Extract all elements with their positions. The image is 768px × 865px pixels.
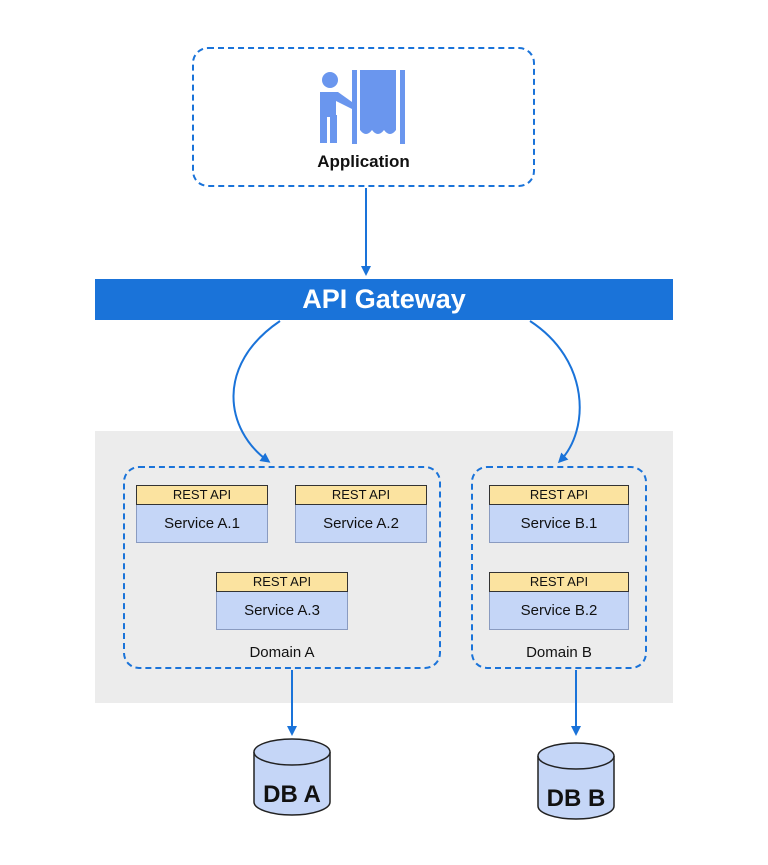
service-name: Service B.2 xyxy=(489,592,629,630)
service-b2: REST API Service B.2 xyxy=(489,572,629,630)
person-opening-curtain-icon xyxy=(320,70,405,144)
service-a1: REST API Service A.1 xyxy=(136,485,268,543)
service-name: Service B.1 xyxy=(489,505,629,543)
service-a2: REST API Service A.2 xyxy=(295,485,427,543)
rest-api-tag: REST API xyxy=(489,485,629,505)
service-name: Service A.2 xyxy=(295,505,427,543)
db-a-label: DB A xyxy=(263,781,321,808)
application-label: Application xyxy=(317,152,410,171)
rest-api-tag: REST API xyxy=(295,485,427,505)
domain-a-label: Domain A xyxy=(249,644,315,661)
domain-b-label: Domain B xyxy=(526,644,592,661)
service-name: Service A.3 xyxy=(216,592,348,630)
api-gateway-label: API Gateway xyxy=(302,284,466,314)
domain-b-container xyxy=(471,466,647,669)
rest-api-tag: REST API xyxy=(136,485,268,505)
db-b-label: DB B xyxy=(546,785,606,812)
service-b1: REST API Service B.1 xyxy=(489,485,629,543)
services-zone xyxy=(95,431,673,703)
api-gateway-bar: API Gateway xyxy=(95,279,673,320)
rest-api-tag: REST API xyxy=(216,572,348,592)
service-name: Service A.1 xyxy=(136,505,268,543)
application-box xyxy=(192,47,535,187)
domain-a-container xyxy=(123,466,441,669)
rest-api-tag: REST API xyxy=(489,572,629,592)
service-a3: REST API Service A.3 xyxy=(216,572,348,630)
